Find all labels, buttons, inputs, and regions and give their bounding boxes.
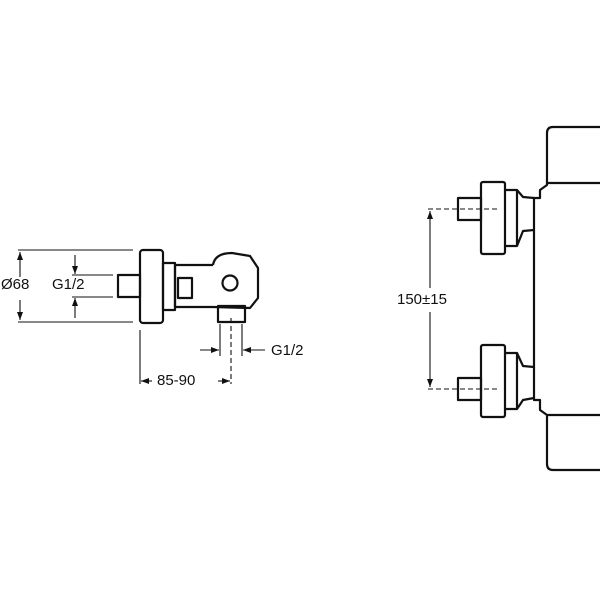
projection-dimension-label: 85-90 xyxy=(155,372,198,389)
lower-inlet-connector xyxy=(428,343,535,419)
flange-neck xyxy=(161,261,177,312)
diameter-dimension-label: Ø68 xyxy=(1,276,30,293)
body-inner-detail xyxy=(176,276,194,300)
side-view-mixer xyxy=(17,248,265,384)
thermostat-body xyxy=(532,125,600,472)
outlet-thread-dimension-label: G1/2 xyxy=(271,342,304,359)
wall-flange xyxy=(138,248,165,325)
front-view-mixer xyxy=(427,125,600,472)
knob-spindle xyxy=(221,274,239,292)
inlet-spacing-dimension-label: 150±15 xyxy=(397,291,447,308)
valve-body xyxy=(173,263,213,309)
inlet-thread-dimension-label: G1/2 xyxy=(52,276,85,293)
upper-inlet-connector xyxy=(428,180,535,256)
inlet-pipe-stub xyxy=(116,273,142,299)
control-knob xyxy=(211,251,260,310)
